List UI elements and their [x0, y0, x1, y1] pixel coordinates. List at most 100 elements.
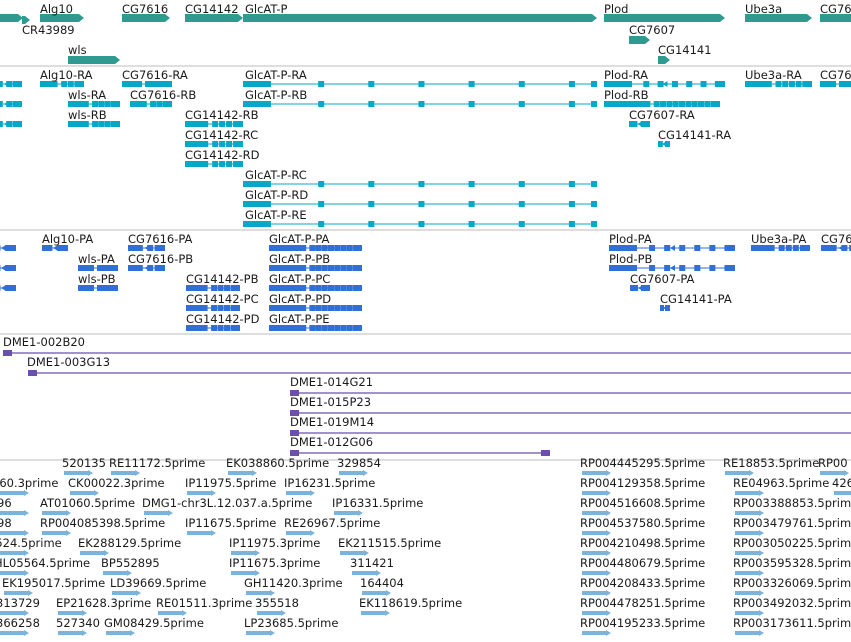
- exon-block[interactable]: [468, 101, 475, 107]
- exon-block[interactable]: [334, 325, 341, 331]
- transcript-feature[interactable]: CG76: [820, 68, 851, 87]
- exon-block[interactable]: [151, 81, 157, 87]
- gene-feature[interactable]: Alg10: [40, 2, 84, 22]
- gene-span-bar[interactable]: [604, 14, 725, 22]
- gene-label[interactable]: CG76: [820, 2, 851, 16]
- exon-block[interactable]: [269, 305, 307, 311]
- protein-feature[interactable]: Alg10-PA: [42, 232, 93, 251]
- est-block[interactable]: [735, 491, 759, 495]
- est-feature[interactable]: 355518: [255, 596, 299, 616]
- exon-block[interactable]: [219, 161, 226, 167]
- protein-label[interactable]: CG14142-PC: [186, 292, 259, 306]
- est-label[interactable]: RP004208433.5prime: [580, 576, 705, 590]
- exon-block[interactable]: [160, 245, 165, 251]
- exon-block[interactable]: [368, 221, 375, 227]
- transcript-feature[interactable]: CG14142-RC: [185, 128, 258, 147]
- exon-block[interactable]: [328, 285, 334, 291]
- exon-block[interactable]: [799, 245, 806, 251]
- est-block[interactable]: [334, 511, 358, 515]
- est-feature[interactable]: IP16331.5prime: [332, 496, 423, 516]
- exon-block[interactable]: [352, 285, 359, 291]
- exon-block[interactable]: [679, 101, 686, 107]
- est-block[interactable]: [4, 591, 28, 595]
- exon-block[interactable]: [315, 325, 322, 331]
- est-feature[interactable]: EK195017.5prime: [2, 576, 105, 596]
- est-feature[interactable]: 366258: [0, 616, 40, 636]
- exon-block[interactable]: [226, 161, 233, 167]
- transcript-feature[interactable]: wls-RA: [68, 88, 120, 107]
- est-block[interactable]: [582, 591, 606, 595]
- est-label[interactable]: HL05564.5prime: [0, 556, 90, 570]
- est-label[interactable]: RP003050225.5prime: [733, 536, 851, 550]
- transcript-feature[interactable]: Plod-RB: [604, 88, 720, 107]
- exon-block[interactable]: [12, 81, 19, 87]
- exon-block[interactable]: [604, 101, 651, 107]
- gene-label[interactable]: CG7607: [629, 23, 675, 37]
- exon-block[interactable]: [664, 245, 671, 251]
- exon-block[interactable]: [217, 285, 224, 291]
- exon-block[interactable]: [0, 81, 3, 87]
- exon-block[interactable]: [321, 245, 328, 251]
- est-block[interactable]: [158, 611, 182, 615]
- exon-block[interactable]: [186, 325, 208, 331]
- est-feature[interactable]: EK288129.5prime: [78, 536, 181, 556]
- exon-block[interactable]: [691, 101, 698, 107]
- exon-block[interactable]: [122, 81, 142, 87]
- est-label[interactable]: IP16231.5prime: [284, 476, 375, 490]
- exon-block[interactable]: [591, 81, 597, 87]
- est-feature[interactable]: EP21628.3prime: [56, 596, 151, 616]
- exon-block[interactable]: [321, 265, 328, 271]
- protein-label[interactable]: CG14141-PA: [660, 292, 732, 306]
- exon-block[interactable]: [591, 221, 597, 227]
- gene-span-bar[interactable]: [185, 14, 243, 22]
- exon-block[interactable]: [5, 265, 12, 271]
- exon-block[interactable]: [128, 245, 143, 251]
- exon-block[interactable]: [160, 265, 165, 271]
- exon-block[interactable]: [604, 81, 632, 87]
- transcript-label[interactable]: Alg10-RA: [40, 68, 93, 82]
- est-feature[interactable]: EK118619.5prime: [359, 596, 462, 616]
- protein-label[interactable]: CG7607-PA: [630, 272, 695, 286]
- est-label[interactable]: CK00022.3prime: [68, 476, 165, 490]
- est-feature[interactable]: RE26967.5prime: [284, 516, 380, 536]
- est-block[interactable]: [246, 591, 270, 595]
- protein-label[interactable]: Plod-PB: [609, 252, 653, 266]
- protein-label[interactable]: GlcAT-P-PB: [269, 252, 330, 266]
- exon-block[interactable]: [0, 121, 3, 127]
- gene-span-bar[interactable]: [629, 36, 650, 44]
- exon-block[interactable]: [309, 265, 316, 271]
- exon-block[interactable]: [103, 285, 109, 291]
- exon-block[interactable]: [110, 101, 117, 107]
- est-label[interactable]: RP003326069.5prime: [733, 576, 851, 590]
- exon-block[interactable]: [745, 81, 772, 87]
- exon-block[interactable]: [156, 101, 163, 107]
- transcript-feature[interactable]: Alg10-RA: [40, 68, 93, 87]
- est-block[interactable]: [103, 571, 127, 575]
- exon-block[interactable]: [368, 81, 375, 87]
- est-feature[interactable]: RP003050225.5prime: [733, 536, 851, 556]
- exon-block[interactable]: [219, 141, 226, 147]
- est-label[interactable]: RE11172.5prime: [109, 456, 205, 470]
- est-feature[interactable]: RP004208433.5prime: [580, 576, 705, 596]
- exon-block[interactable]: [217, 325, 224, 331]
- exon-block[interactable]: [103, 265, 109, 271]
- gene-label[interactable]: GlcAT-P: [245, 2, 288, 16]
- protein-feature[interactable]: CG7616-PB: [128, 252, 193, 271]
- est-block[interactable]: [0, 611, 24, 615]
- gene-feature[interactable]: CG7607: [629, 23, 675, 44]
- exon-block[interactable]: [340, 265, 347, 271]
- est-block[interactable]: [231, 551, 255, 555]
- exon-block[interactable]: [235, 325, 240, 331]
- exon-block[interactable]: [167, 101, 172, 107]
- transcript-label[interactable]: GlcAT-P-RB: [245, 88, 307, 102]
- exon-block[interactable]: [42, 245, 53, 251]
- exon-block[interactable]: [113, 285, 118, 291]
- transcript-feature[interactable]: GlcAT-P-RD: [243, 188, 597, 207]
- exon-block[interactable]: [315, 245, 322, 251]
- est-feature[interactable]: LP23685.5prime: [244, 616, 338, 636]
- transcript-label[interactable]: wls-RB: [68, 108, 107, 122]
- exon-block[interactable]: [665, 141, 670, 147]
- est-label[interactable]: IP16331.5prime: [332, 496, 423, 510]
- protein-feature[interactable]: CG7616-PA: [128, 232, 193, 251]
- exon-block[interactable]: [704, 101, 711, 107]
